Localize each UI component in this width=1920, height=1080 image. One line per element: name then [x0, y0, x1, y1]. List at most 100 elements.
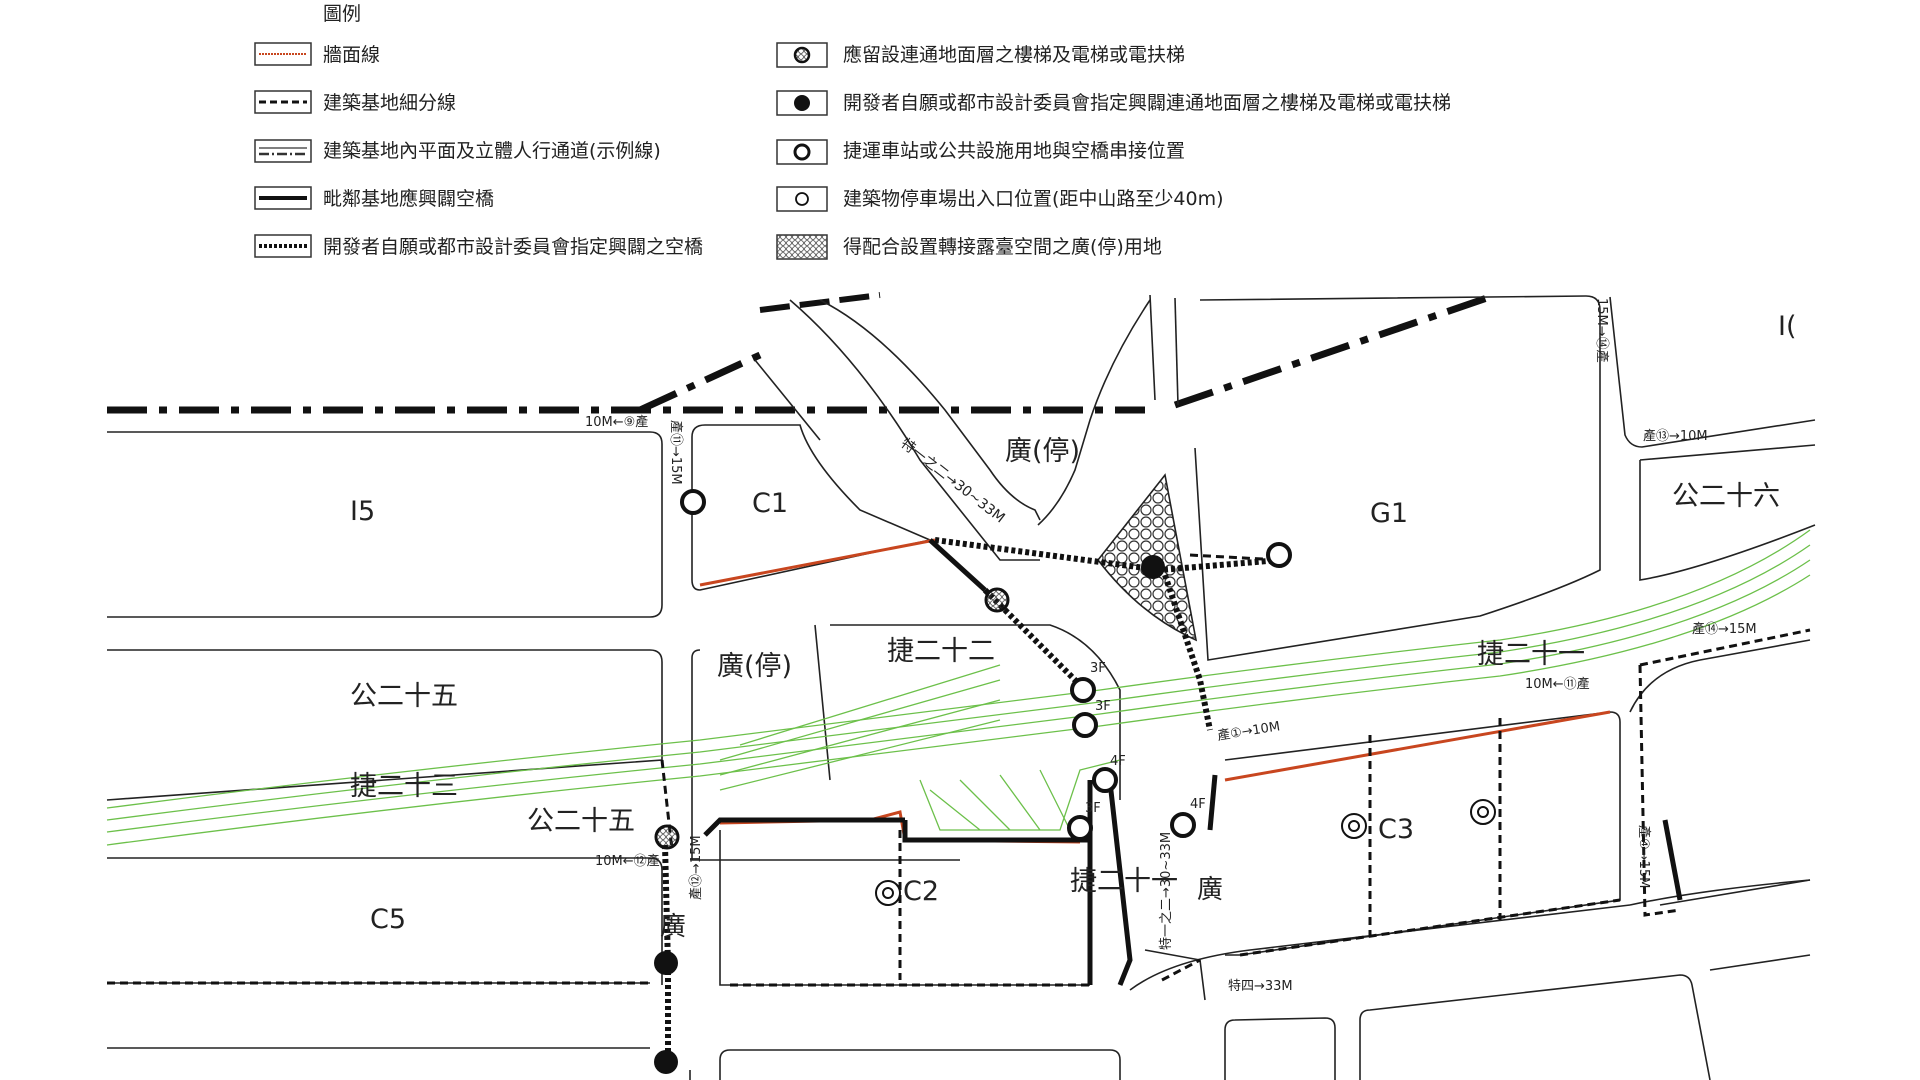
block-gong25-outline	[106, 649, 663, 801]
mrt-connection-icon	[1170, 812, 1196, 838]
block-gong26-outline	[1639, 444, 1816, 581]
road-label: 產⑬→10M	[1643, 428, 1708, 444]
road-label: 特一之二→30~33M	[1159, 832, 1174, 950]
legend-item-plaza-terrace: 得配合設置轉接露臺空間之廣(停)用地	[776, 234, 1162, 260]
block-bottom-4	[1709, 954, 1811, 971]
mrt-connection-icon	[793, 143, 811, 161]
subdivision-lower-mid	[1161, 958, 1201, 982]
legend-item-skybridge-volunteer: 開發者自願或都市設計委員會指定興闢之空橋	[254, 234, 703, 258]
legend-item-mrt-connection: 捷運車站或公共設施用地與空橋串接位置	[776, 139, 1185, 165]
wall-line-symbol-frame	[254, 42, 312, 66]
mrt-track-line-3	[106, 559, 1811, 833]
legend-item-parking-entrance: 建築物停車場出入口位置(距中山路至少40m)	[776, 186, 1224, 212]
block-label-guang-side: 廣	[1197, 875, 1223, 905]
legend-item-walkway-line: 建築基地內平面及立體人行通道(示例線)	[254, 139, 661, 163]
road-edge-2	[789, 299, 1040, 561]
skybridge-c2-mid	[902, 820, 1090, 843]
subdivision-line-symbol-frame	[254, 90, 312, 114]
block-label-gong25-left: 公二十五	[350, 681, 458, 712]
block-label-c5: C5	[370, 904, 406, 935]
district-boundary-top-right	[1173, 293, 1492, 409]
block-label-gong25-lower: 公二十五	[527, 806, 635, 837]
legend-label: 建築基地內平面及立體人行通道(示例線)	[323, 140, 661, 162]
road-label: 15M→⑭產	[1594, 298, 1610, 363]
stairs-volunteer	[654, 555, 1165, 1074]
skybridge-required-symbol-frame	[254, 186, 312, 210]
legend-label: 得配合設置轉接露臺空間之廣(停)用地	[843, 236, 1162, 258]
stair-reserved-icon	[654, 824, 680, 850]
stair-volunteer-symbol-frame	[776, 90, 828, 116]
block-bottom-3	[1359, 974, 1711, 1080]
skybridge-c2-top	[703, 817, 905, 837]
legend-label: 建築物停車場出入口位置(距中山路至少40m)	[843, 188, 1224, 210]
mrt-connection-icon	[1070, 677, 1096, 703]
legend-item-stair-volunteer: 開發者自願或都市設計委員會指定興闢連通地面層之樓梯及電梯或電扶梯	[776, 90, 1451, 116]
road-label: 產⑭→15M	[1692, 621, 1757, 637]
stair-reserved-symbol-frame	[776, 42, 828, 68]
walkway-line-symbol-frame	[254, 139, 312, 163]
mrt-connection-symbol-frame	[776, 139, 828, 165]
block-label-jie21-right: 捷二十一	[1477, 639, 1585, 670]
block-label-i-partial: I(	[1778, 311, 1797, 342]
block-jie22-outline	[830, 624, 1121, 800]
subdivision-right-vert	[1638, 664, 1681, 917]
block-bottom-2	[1224, 1017, 1336, 1080]
mrt-connections	[680, 489, 1292, 841]
map-area: I5 C1 G1 公二十六 公二十五 公二十五 廣(停) 廣(停) 捷二十二 捷…	[106, 292, 1816, 1080]
legend-label: 開發者自願或都市設計委員會指定興闢之空橋	[323, 236, 703, 258]
mrt-platform-hatch	[919, 759, 1121, 831]
mrt-connection-icon	[1092, 767, 1118, 793]
legend-label: 開發者自願或都市設計委員會指定興闢連通地面層之樓梯及電梯或電扶梯	[843, 92, 1451, 114]
parking-entrance-inner	[1348, 820, 1360, 832]
mrt-track	[106, 529, 1811, 846]
block-i5-outline	[107, 431, 663, 618]
floor-label: 4F	[1110, 754, 1126, 769]
road-edge-6	[1174, 297, 1179, 406]
stair-volunteer-icon	[654, 951, 678, 975]
block-label-guang-mid: 廣(停)	[717, 651, 792, 682]
block-divider-1	[814, 624, 831, 781]
district-boundary-top-upper	[759, 292, 881, 313]
legend-label: 建築基地細分線	[323, 92, 456, 114]
subdivision-lines	[107, 553, 1811, 987]
block-label-jie23: 捷二十三	[350, 771, 458, 802]
block-right-lower-2	[1659, 879, 1811, 906]
road-edge-5	[1149, 294, 1156, 401]
skybridge-jie21	[1107, 781, 1133, 986]
stair-volunteer-icon	[1141, 555, 1165, 579]
stair-volunteer-icon	[794, 95, 810, 111]
legend-label: 應留設連通地面層之樓梯及電梯或電扶梯	[843, 43, 1185, 66]
subdivision-right	[1639, 628, 1811, 667]
mrt-track-line-2	[106, 544, 1811, 821]
legend-item-skybridge-required: 毗鄰基地應興闢空橋	[254, 186, 494, 210]
road-edge-3	[819, 299, 1041, 521]
parking-entrance-icon	[795, 192, 809, 206]
block-label-g1: G1	[1370, 498, 1408, 529]
parking-entrance-inner	[882, 887, 894, 899]
block-c3-outline	[1224, 711, 1621, 956]
block-c5-outline	[107, 857, 663, 985]
block-label-gong26: 公二十六	[1672, 481, 1780, 512]
stairs-reserved	[654, 587, 1010, 850]
block-label-c3: C3	[1378, 814, 1414, 845]
block-c1-outline	[691, 424, 933, 591]
block-g1-outline	[1194, 295, 1601, 661]
block-right-lower-outline	[1629, 639, 1811, 713]
block-label-guang-lower-left: 廣	[660, 912, 686, 942]
block-label-c2: C2	[903, 876, 939, 907]
skybridge-c1	[928, 538, 987, 592]
mrt-connection-icon	[1067, 815, 1093, 841]
road-edge-lower-2	[1629, 879, 1811, 906]
parking-entrance-symbol-frame	[776, 186, 828, 212]
block-guang-mid-outline	[691, 649, 960, 861]
block-c2-outline	[719, 830, 1090, 986]
mrt-connection-icon	[1266, 542, 1292, 568]
block-bottom-1	[719, 1049, 1121, 1080]
road-label: 產⑫→15M	[688, 835, 704, 900]
block-label-jie22: 捷二十二	[887, 636, 995, 667]
floor-label: 4F	[1190, 797, 1206, 812]
road-edge-4	[1037, 299, 1151, 526]
district-boundary-top-left-slant	[638, 351, 762, 414]
block-labels: I5 C1 G1 公二十六 公二十五 公二十五 廣(停) 廣(停) 捷二十二 捷…	[350, 311, 1797, 942]
